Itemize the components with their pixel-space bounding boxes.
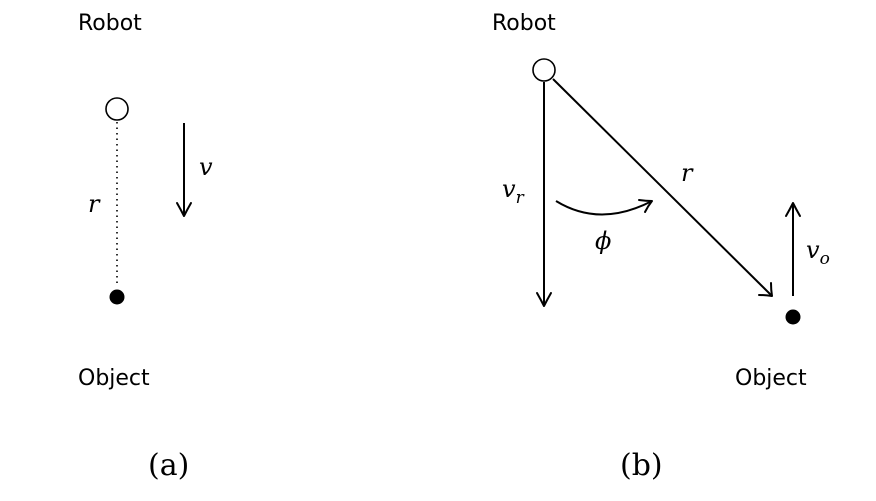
panel-a: Robot r v Object (a) xyxy=(78,11,213,483)
object-velocity-arrowhead xyxy=(785,202,801,217)
object-label: Object xyxy=(735,366,807,391)
robot-label: Robot xyxy=(78,11,142,36)
caption: (b) xyxy=(620,448,663,483)
object-marker xyxy=(109,289,125,305)
distance-arrow xyxy=(552,78,773,297)
distance-arrowhead xyxy=(758,282,773,297)
robot-label: Robot xyxy=(492,11,556,36)
robot-marker xyxy=(105,97,129,121)
object-label: Object xyxy=(78,366,150,391)
robot-velocity-label: vr xyxy=(502,175,525,208)
robot-marker xyxy=(532,58,556,82)
angle-arrowhead xyxy=(638,199,653,213)
caption: (a) xyxy=(148,448,189,483)
distance-label: r xyxy=(88,190,101,218)
robot-velocity-arrowhead xyxy=(536,292,552,307)
object-marker xyxy=(785,309,801,325)
angle-label: ϕ xyxy=(595,227,611,255)
angle-arc xyxy=(555,200,653,216)
velocity-label: v xyxy=(199,153,213,181)
object-velocity-label: vo xyxy=(806,236,830,269)
panel-b: Robot vr r ϕ vo Object (b) xyxy=(492,11,830,483)
distance-label: r xyxy=(681,159,694,187)
velocity-arrowhead xyxy=(176,202,192,217)
